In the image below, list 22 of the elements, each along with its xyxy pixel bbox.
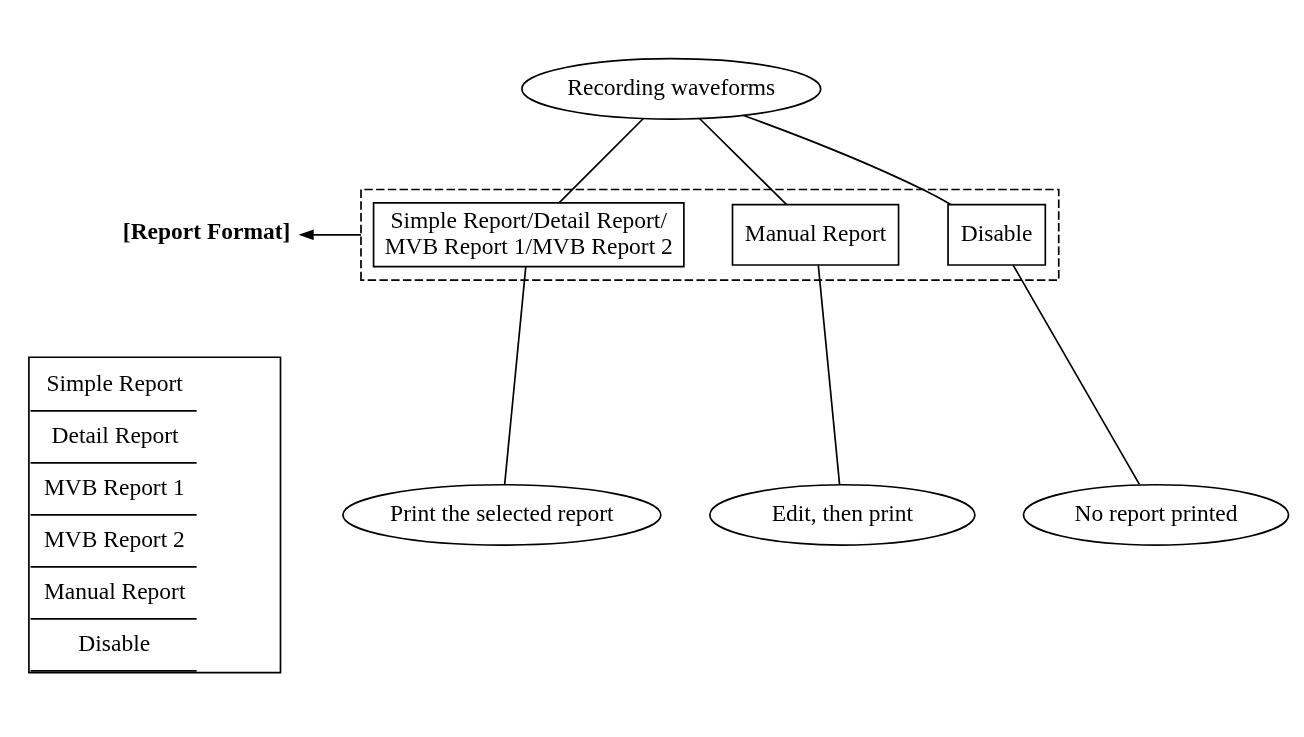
label: MVB Report 1 <box>44 473 185 500</box>
connector <box>1012 263 1141 485</box>
connector <box>558 117 644 203</box>
node-text: [Report Format] <box>122 217 291 244</box>
node-box: Disable <box>947 203 1047 266</box>
label: Detail Report <box>51 421 179 448</box>
node-ellipse: Edit, then print <box>709 483 976 546</box>
node-box: Manual Report <box>731 203 900 266</box>
label: Disable <box>78 629 151 656</box>
node-box: Simple Report/Detail Report/ MVB Report 1/MVB Report 2 <box>372 201 685 268</box>
connector <box>698 117 788 205</box>
node-ellipse: Recording waveforms <box>521 57 822 120</box>
node-ellipse: Print the selected report <box>342 483 662 546</box>
node-ellipse: No report printed <box>1022 483 1290 546</box>
arrow <box>298 229 362 240</box>
cluster <box>360 188 1060 281</box>
connector <box>503 265 527 485</box>
connector <box>817 263 841 485</box>
label: Manual Report <box>44 577 186 604</box>
label: Simple Report <box>46 369 183 396</box>
label: MVB Report 2 <box>44 525 185 552</box>
connector <box>742 114 952 205</box>
